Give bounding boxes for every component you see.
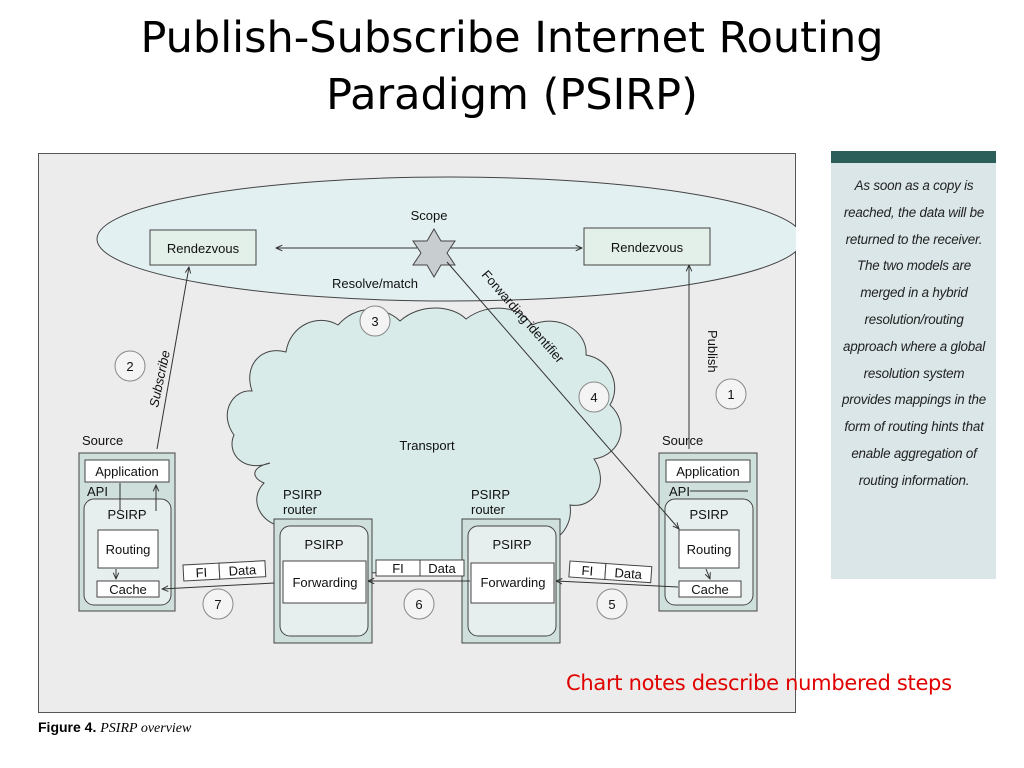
slide-title-line-1: Publish-Subscribe Internet Routing	[140, 13, 884, 63]
svg-text:2: 2	[126, 359, 133, 374]
forwarding-identifier-arrow	[446, 261, 679, 529]
side-note-panel: As soon as a copy is reached, the data w…	[831, 151, 996, 579]
packet-middle-data: Data	[428, 561, 456, 576]
packet-left: FI Data	[182, 560, 267, 582]
source-right-routing-box	[678, 529, 740, 569]
svg-text:7: 7	[214, 597, 221, 612]
source-right-cache-box	[678, 580, 742, 598]
publish-label: Publish	[705, 330, 720, 373]
step-marker-2: 2	[114, 350, 146, 382]
scope-ellipse	[96, 176, 796, 302]
source-right-psirp-label: PSIRP	[689, 507, 728, 522]
svg-text:5: 5	[608, 597, 615, 612]
source-left-application-box	[84, 459, 170, 483]
step-marker-1: 1	[715, 378, 747, 410]
router-right-label-line-2: router	[471, 502, 506, 517]
data-path-arrow-7	[162, 582, 275, 589]
rendezvous-left-box	[149, 229, 257, 266]
source-left-routing-label: Routing	[106, 542, 151, 557]
router-left-forwarding-label: Forwarding	[292, 575, 357, 590]
source-right-api-label: API	[669, 484, 690, 499]
router-right-forwarding-box	[470, 562, 555, 604]
data-path-arrow-5	[556, 581, 679, 588]
source-left-psirp-label: PSIRP	[107, 507, 146, 522]
router-left-label-line-2: router	[283, 502, 318, 517]
rendezvous-right-box	[583, 227, 711, 266]
svg-text:1: 1	[727, 387, 734, 402]
figure-caption-text: PSIRP overview	[100, 721, 192, 736]
step-marker-5: 5	[596, 588, 628, 620]
transport-label: Transport	[399, 438, 455, 453]
step-marker-3: 3	[359, 305, 391, 337]
figure-caption: Figure 4. PSIRP overview	[38, 719, 191, 737]
source-left-routing-box	[97, 529, 159, 569]
source-left-label: Source	[82, 433, 123, 448]
side-note-accent-bar	[831, 151, 996, 163]
source-right-label: Source	[662, 433, 703, 448]
source-right-routing-label: Routing	[687, 542, 732, 557]
svg-text:6: 6	[415, 597, 422, 612]
side-note-text: As soon as a copy is reached, the data w…	[841, 178, 987, 488]
slide-title-line-2: Paradigm (PSIRP)	[326, 70, 698, 120]
router-left-psirp-label: PSIRP	[304, 537, 343, 552]
source-right-cache-label: Cache	[691, 582, 729, 597]
step-marker-7: 7	[202, 588, 234, 620]
source-right-application-label: Application	[676, 464, 740, 479]
subscribe-arrow	[156, 267, 189, 450]
svg-text:4: 4	[590, 390, 597, 405]
scope-star-icon	[412, 228, 456, 278]
router-right-label-line-1: PSIRP	[471, 487, 510, 502]
packet-middle-fi: FI	[392, 561, 404, 576]
step-marker-6: 6	[403, 588, 435, 620]
rendezvous-right-label: Rendezvous	[611, 240, 684, 255]
source-left-application-label: Application	[95, 464, 159, 479]
packet-left-data: Data	[228, 562, 257, 578]
svg-text:3: 3	[371, 314, 378, 329]
step-marker-4: 4	[578, 381, 610, 413]
router-right-psirp-label: PSIRP	[492, 537, 531, 552]
source-right-routing-to-cache-arrow	[706, 568, 710, 579]
source-left-api-label: API	[87, 484, 108, 499]
rendezvous-left-label: Rendezvous	[167, 241, 240, 256]
packet-right-data: Data	[614, 565, 643, 582]
slide-title: Publish-Subscribe Internet Routing Parad…	[0, 10, 1024, 124]
router-left-forwarding-box	[282, 560, 367, 604]
router-right-forwarding-label: Forwarding	[480, 575, 545, 590]
packet-middle: FI Data	[375, 559, 465, 577]
figure-caption-label: Figure 4.	[38, 719, 97, 735]
source-right-application-box	[665, 459, 751, 483]
scope-label: Scope	[411, 208, 448, 223]
source-left-cache-label: Cache	[109, 582, 147, 597]
packet-left-fi: FI	[195, 565, 207, 581]
source-left-api-arrows	[119, 483, 156, 511]
router-left-label-line-1: PSIRP	[283, 487, 322, 502]
source-left-cache-box	[96, 580, 160, 598]
psirp-diagram: Scope Rendezvous Rendezvous Resolve/matc…	[78, 176, 796, 644]
resolve-match-label: Resolve/match	[332, 276, 418, 291]
packet-right: FI Data	[568, 560, 653, 584]
steps-note: Chart notes describe numbered steps	[566, 671, 952, 695]
packet-right-fi: FI	[581, 563, 594, 579]
